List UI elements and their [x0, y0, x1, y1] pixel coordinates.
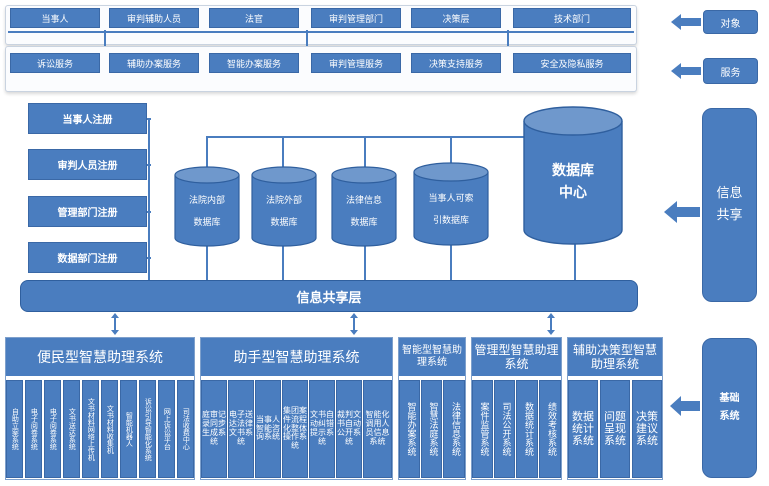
object-judicial-assistant: 审判辅助人员	[109, 8, 199, 28]
system-item: 司法公开系统	[494, 380, 515, 478]
system-title-convenience: 便民型智慧助理系统	[6, 338, 194, 376]
system-item: 诉讼引导智能化系统	[139, 380, 156, 478]
service-litigation: 诉讼服务	[10, 53, 100, 73]
db-label-line2: 引数据库	[432, 216, 469, 226]
db-label-line1: 当事人可索	[428, 194, 474, 204]
connector-object-service-1	[104, 30, 106, 48]
system-item: 文书材料收集机	[101, 380, 118, 478]
db-label-line2: 数据库	[193, 218, 221, 228]
register-tick-3	[147, 211, 151, 213]
register-party: 当事人注册	[28, 103, 147, 134]
system-item: 电子送达法律文书系统	[228, 380, 254, 478]
system-item: 文书送达系统	[63, 380, 80, 478]
system-item: 决策建议系统	[632, 380, 662, 478]
database-party-indexable: 当事人可索 引数据库	[413, 188, 489, 232]
service-security-privacy: 安全及隐私服务	[513, 53, 631, 73]
objects-label: 对象	[703, 10, 758, 34]
database-legal-info: 法律信息 数据库	[331, 190, 397, 234]
system-item: 智能化调用人员信息系统	[363, 380, 392, 478]
system-item: 案件监管系统	[472, 380, 493, 478]
register-tick-1	[147, 118, 151, 120]
register-management-dept: 管理部门注册	[28, 196, 147, 227]
db-label-line1: 法律信息	[345, 196, 382, 206]
system-item: 智慧法庭系统	[421, 380, 442, 478]
info-sharing-label: 信息 共享	[702, 108, 757, 302]
data-center: 数据库 中心	[523, 160, 623, 204]
object-tech-dept: 技术部门	[513, 8, 631, 28]
db-label-line1: 法院外部	[265, 196, 302, 206]
db-label-line1: 法院内部	[188, 196, 225, 206]
system-item: 数据统计系统	[516, 380, 538, 478]
register-judicial-staff: 审判人员注册	[28, 149, 147, 180]
arrow-left-icon	[671, 14, 701, 30]
foundation-line2: 系统	[719, 411, 740, 422]
arrow-left-icon	[664, 201, 700, 223]
system-item: 电子阅卷系统	[44, 380, 61, 478]
system-title-management: 管理型智慧助理系统	[472, 338, 561, 376]
system-title-decision: 辅助决策型智慧助理系统	[568, 338, 662, 376]
database-court-external: 法院外部 数据库	[251, 190, 317, 234]
system-item: 绩效考核系统	[539, 380, 561, 478]
db-label-line2: 数据库	[270, 218, 298, 228]
arrow-left-icon	[670, 396, 700, 416]
database-cylinder-icon	[174, 166, 240, 247]
system-title-assistant: 助手型智慧助理系统	[201, 338, 392, 376]
service-decision-support: 决策支持服务	[411, 53, 501, 73]
system-item: 智能办案系统	[399, 380, 420, 478]
system-item: 当事人智能咨询系统	[255, 380, 281, 478]
info-sharing-line2: 共享	[716, 208, 743, 223]
system-item: 裁判文书自动公开系统	[336, 380, 362, 478]
register-tick-4	[147, 257, 151, 259]
service-smart-case: 智能办案服务	[209, 53, 299, 73]
database-cylinder-icon	[331, 166, 397, 247]
system-item: 文书自动纠错提示系统	[309, 380, 335, 478]
foundation-line1: 基础	[719, 393, 740, 404]
system-title-intelligent: 智能型智慧助理系统	[399, 338, 465, 376]
info-sharing-layer: 信息共享层	[20, 280, 638, 312]
db-center-stem	[574, 240, 576, 282]
system-item: 司法收费中心	[177, 380, 194, 478]
database-cylinder-icon	[413, 162, 489, 246]
connector-object-service-3	[507, 30, 509, 48]
system-item: 数据统计系统	[568, 380, 598, 478]
system-item: 自助立案系统	[6, 380, 23, 478]
system-item: 网上诉讼平台	[158, 380, 175, 478]
service-assist-case: 辅助办案服务	[109, 53, 199, 73]
system-item: 集团案件流程化整体操作系统	[282, 380, 308, 478]
arrow-left-icon	[671, 63, 701, 79]
object-decision-layer: 决策层	[411, 8, 501, 28]
service-trial-management: 审判管理服务	[311, 53, 401, 73]
data-center-line2: 中心	[559, 185, 587, 201]
double-arrow-icon	[547, 313, 555, 335]
info-sharing-line1: 信息	[716, 186, 743, 201]
database-cylinder-icon	[523, 106, 623, 245]
db-label-line2: 数据库	[350, 218, 378, 228]
system-item: 问题呈现系统	[600, 380, 630, 478]
object-judge: 法官	[209, 8, 299, 28]
system-item: 法律信息系统	[443, 380, 465, 478]
register-data-dept: 数据部门注册	[28, 242, 147, 273]
data-center-line1: 数据库	[552, 163, 594, 179]
register-bus	[148, 118, 150, 282]
system-item: 文书材料网络上传机	[82, 380, 99, 478]
system-item: 智能机器人	[120, 380, 137, 478]
object-trial-management: 审判管理部门	[311, 8, 401, 28]
services-label: 服务	[703, 58, 758, 84]
database-court-internal: 法院内部 数据库	[174, 190, 240, 234]
double-arrow-icon	[350, 313, 358, 335]
connector-object-service-2	[306, 30, 308, 48]
object-party: 当事人	[10, 8, 100, 28]
double-arrow-icon	[111, 313, 119, 335]
database-cylinder-icon	[251, 166, 317, 247]
foundation-label: 基础 系统	[702, 338, 757, 478]
system-item: 电子阅卷系统	[25, 380, 42, 478]
objects-divider	[8, 31, 634, 33]
system-item: 庭审记录同步生成系统	[201, 380, 227, 478]
register-tick-2	[147, 164, 151, 166]
